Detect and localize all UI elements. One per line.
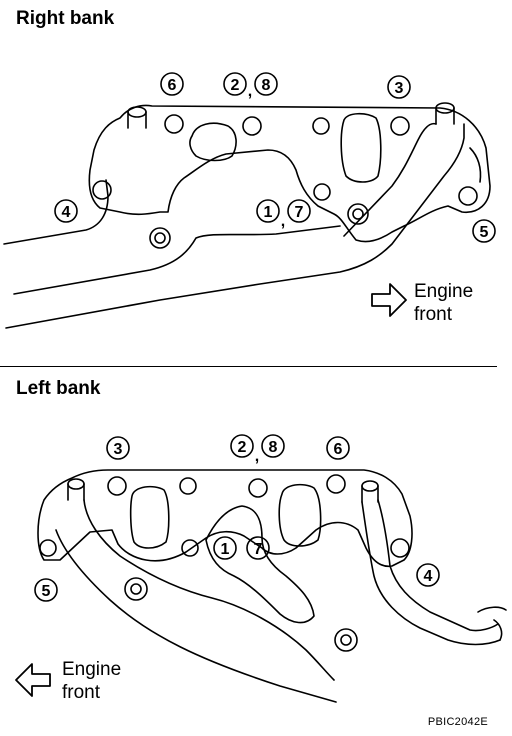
- svg-text:,: ,: [281, 213, 285, 230]
- left-callout-3: [106, 436, 130, 460]
- left-callout-8-text: 8: [269, 439, 278, 456]
- right-callout-8-text: 8: [262, 77, 271, 94]
- left-hole-1-7: [181, 539, 199, 557]
- left-bank-title: Left bank: [16, 378, 101, 399]
- right-hole-2-8: [242, 116, 262, 136]
- right-callout-3-text: 3: [395, 80, 404, 97]
- right-callout-2: [223, 72, 247, 96]
- right-hole-3: [390, 116, 410, 136]
- left-callout-3-text: 3: [114, 441, 123, 458]
- right-pipe-lower: [5, 123, 465, 329]
- right-callouts: [54, 72, 496, 243]
- right-engine-front-arrow: [371, 283, 407, 317]
- left-callouts: [34, 434, 440, 602]
- left-port-1: [129, 485, 170, 549]
- right-pipe-upper: [3, 179, 109, 245]
- left-callout-1: [213, 536, 237, 560]
- left-engine-front-arrow: [15, 663, 51, 697]
- left-hole-2-8: [248, 478, 268, 498]
- left-callout-8: [261, 434, 285, 458]
- left-hole-4: [390, 538, 410, 558]
- right-callout-5-text: 5: [480, 224, 489, 241]
- right-hole-center: [312, 117, 330, 135]
- right-hole-6: [164, 114, 184, 134]
- right-engine-front-line2: front: [414, 304, 453, 325]
- left-callout-2-text: 2: [238, 439, 247, 456]
- right-callout-6-text: 6: [168, 77, 177, 94]
- right-hole-1-7: [313, 183, 331, 201]
- right-callout-7-text: 7: [295, 204, 304, 221]
- left-gasket-outline: [37, 469, 413, 568]
- right-callout-8: [254, 72, 278, 96]
- left-callout-2: [230, 434, 254, 458]
- left-callout-5: [34, 578, 58, 602]
- svg-text:,: ,: [248, 83, 252, 100]
- svg-text:,: ,: [255, 448, 259, 465]
- right-callout-1: [256, 199, 280, 223]
- right-callout-5: [472, 219, 496, 243]
- left-callout-7: [246, 536, 270, 560]
- right-callout-3: [387, 75, 411, 99]
- left-hole-3: [107, 476, 127, 496]
- left-callout-5-text: 5: [42, 583, 51, 600]
- left-callout-1-text: 1: [221, 541, 230, 558]
- right-bank-title: Right bank: [16, 8, 115, 29]
- left-manifold: [37, 469, 507, 703]
- right-boss-right: [347, 203, 369, 225]
- left-pipe-right-outer: [377, 499, 499, 632]
- right-callout-2-text: 2: [231, 77, 240, 94]
- left-pipe-inner-left: [83, 499, 335, 681]
- right-pipe-front: [343, 122, 437, 237]
- right-hole-5: [458, 186, 478, 206]
- right-engine-front-line1: Engine: [414, 281, 474, 302]
- right-callout-6: [160, 72, 184, 96]
- left-engine-front-label: Engine front: [62, 658, 121, 704]
- right-callout-7: [287, 199, 311, 223]
- left-callout-4: [416, 563, 440, 587]
- right-port-1: [189, 122, 237, 162]
- left-hole-5: [39, 539, 57, 557]
- left-runner-center: [205, 505, 315, 624]
- right-boss-left: [149, 227, 171, 249]
- left-callout-7-text: 7: [254, 541, 263, 558]
- left-port-2: [278, 483, 322, 547]
- right-engine-front-label: Engine front: [414, 280, 473, 326]
- right-pipe-middle: [13, 225, 341, 295]
- left-boss-left: [124, 577, 148, 601]
- right-hole-4: [92, 180, 112, 200]
- left-callout-4-text: 4: [424, 568, 433, 585]
- right-callout-4: [54, 199, 78, 223]
- left-hole-a: [179, 477, 197, 495]
- right-stud-left: [127, 106, 147, 118]
- left-stud-right: [361, 480, 379, 492]
- left-pipe-right-inner: [361, 501, 501, 646]
- left-hole-6: [326, 474, 346, 494]
- left-boss-right: [334, 628, 358, 652]
- left-stud-left: [67, 478, 85, 490]
- left-engine-front-line1: Engine: [62, 659, 122, 680]
- figure-code: PBIC2042E: [427, 716, 488, 728]
- right-callout-4-text: 4: [62, 204, 71, 221]
- right-port-2: [340, 112, 382, 183]
- left-pipe-outer-left: [55, 529, 337, 703]
- left-callout-6-text: 6: [334, 441, 343, 458]
- right-gasket-outline: [88, 104, 491, 243]
- section-divider: [0, 366, 497, 367]
- left-engine-front-line2: front: [62, 682, 101, 703]
- left-callout-6: [326, 436, 350, 460]
- right-callout-1-text: 1: [264, 204, 273, 221]
- right-manifold: [3, 102, 491, 329]
